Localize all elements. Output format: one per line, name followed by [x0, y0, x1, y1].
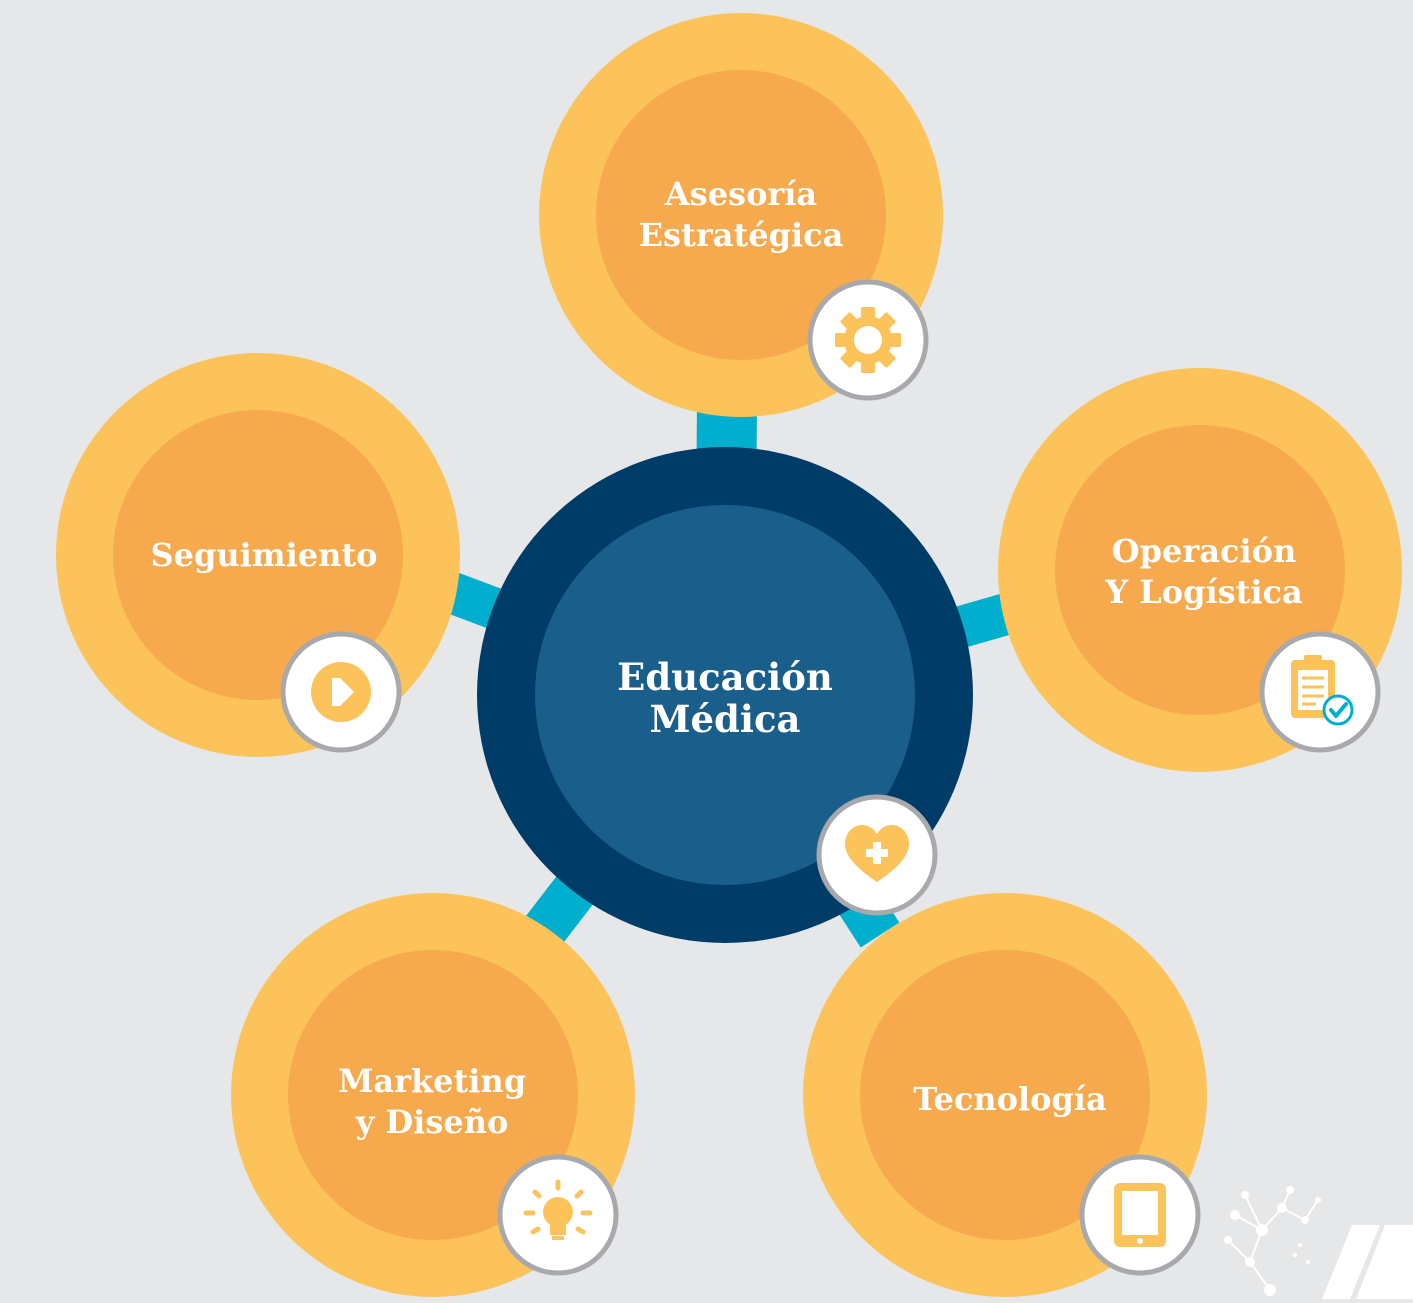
node-title-line2: Estratégica: [639, 216, 844, 254]
node-seguimiento: Seguimiento: [56, 353, 460, 757]
node-badge: [1079, 1154, 1201, 1276]
node-inner-circle: [1055, 425, 1345, 715]
node-title-line2: Y Logística: [1104, 573, 1303, 611]
hub-inner-circle: [535, 505, 915, 885]
clipboard-check-icon: [1291, 655, 1354, 726]
node-title-line1: Asesoría: [664, 175, 817, 213]
node-badge: [1259, 631, 1381, 753]
node-inner-circle: [288, 950, 578, 1240]
node-marketing: Marketing y Diseño: [231, 893, 635, 1297]
node-operacion: Operación Y Logística: [998, 368, 1402, 772]
node-tecnologia: Tecnología: [803, 893, 1207, 1297]
node-title-line2: y Diseño: [355, 1103, 509, 1141]
hub-title-line2: Médica: [650, 697, 801, 741]
heart-plus-icon: [845, 825, 909, 882]
node-inner-circle: [113, 410, 403, 700]
node-title-line1: Marketing: [338, 1062, 526, 1100]
node-badge: [280, 631, 402, 753]
node-inner-circle: [596, 70, 886, 360]
hub-badge: [816, 794, 938, 916]
tablet-icon: [1114, 1183, 1166, 1247]
lightbulb-icon: [523, 1179, 593, 1240]
gear-icon: [835, 307, 901, 373]
node-inner-circle: [860, 950, 1150, 1240]
arrow-right-icon: [311, 662, 371, 722]
center-hub: Educación Médica: [477, 447, 973, 943]
node-title-line1: Seguimiento: [150, 536, 377, 574]
node-title-line1: Operación: [1112, 532, 1296, 570]
node-title-line1: Tecnología: [913, 1080, 1106, 1118]
node-asesoria: Asesoría Estratégica: [539, 13, 943, 417]
node-badge: [807, 279, 929, 401]
molecule-logo-icon: [1224, 1186, 1413, 1299]
hub-title-line1: Educación: [617, 655, 833, 699]
node-badge: [497, 1154, 619, 1276]
